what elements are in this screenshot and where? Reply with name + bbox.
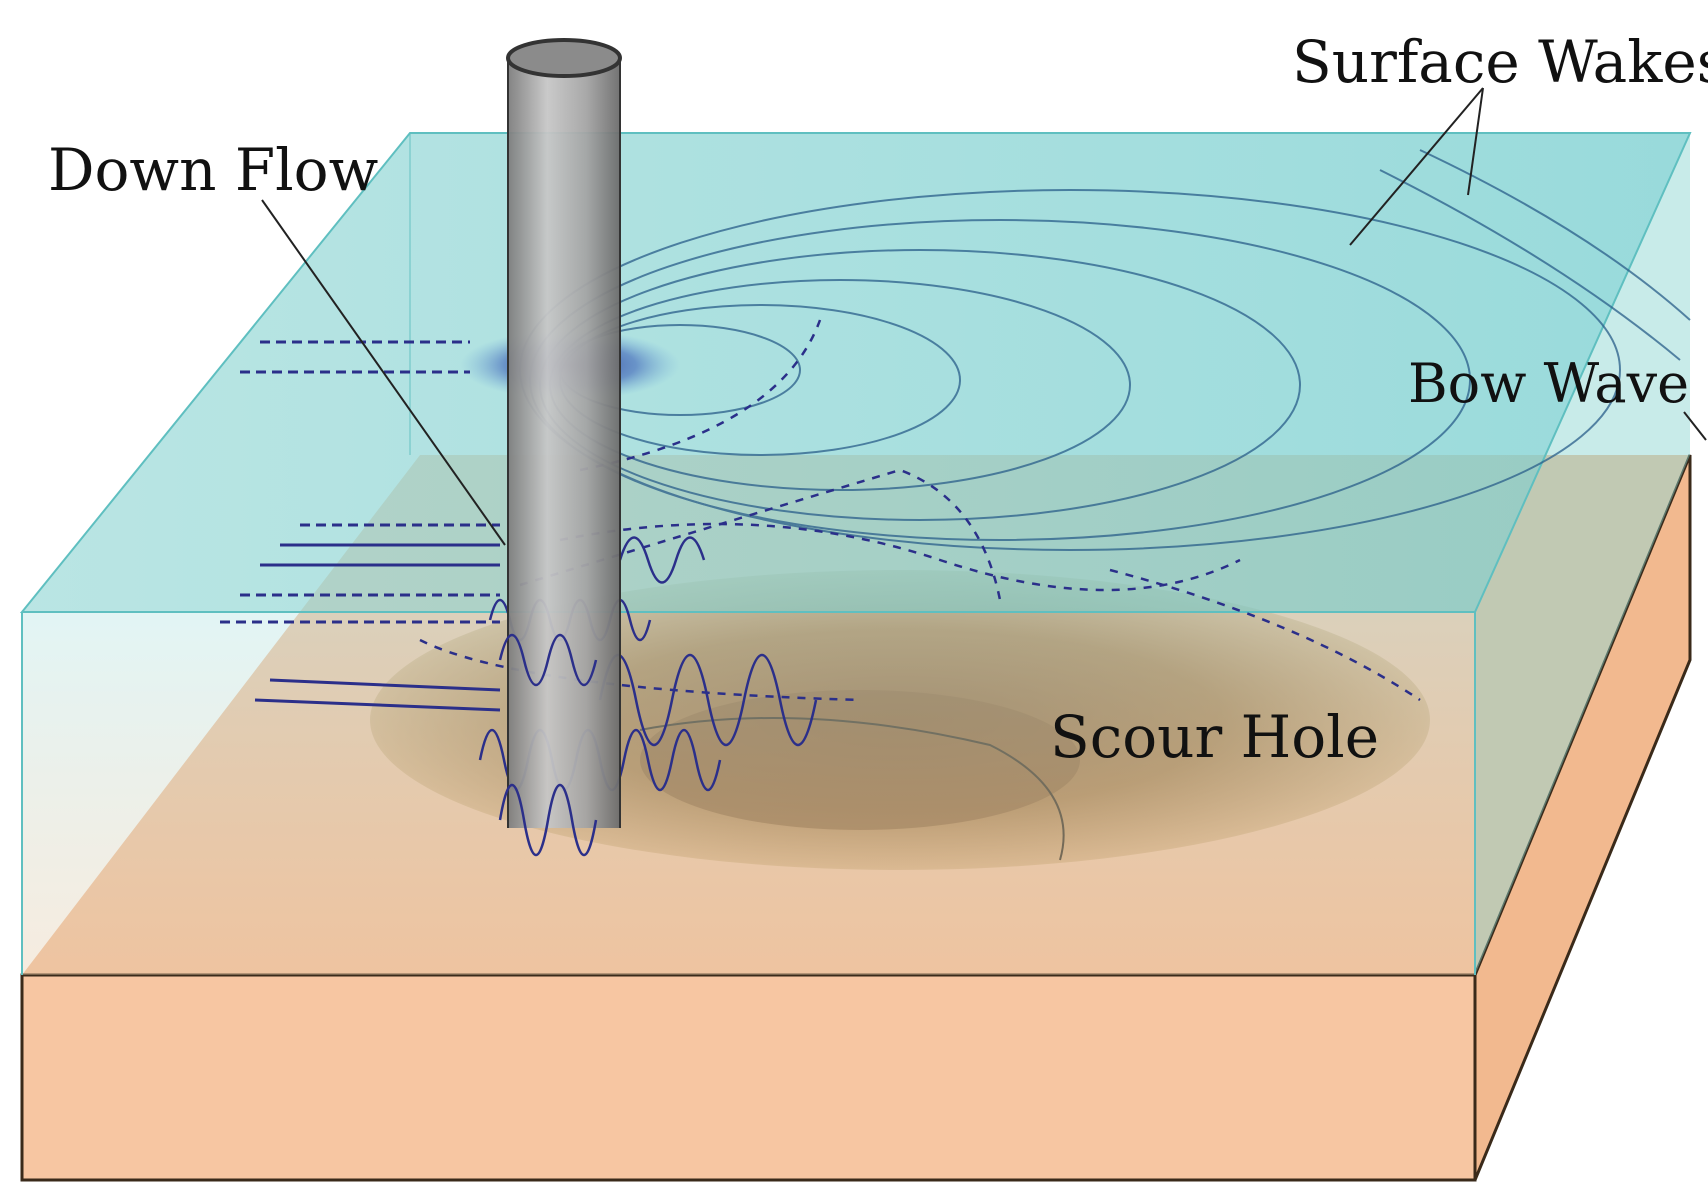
vortex-coil — [498, 634, 598, 686]
labels: Surface Wakes Down Flow Bow Wave Scour H… — [48, 28, 1708, 771]
vortex-coil — [618, 536, 706, 584]
water-top-surface — [22, 133, 1690, 612]
label-down-flow: Down Flow — [48, 136, 378, 204]
flow-line — [269, 678, 501, 692]
water-box-outline — [19, 132, 1692, 613]
wake-contour — [1419, 149, 1691, 321]
leader-down-flow — [261, 199, 506, 546]
sediment-side-face — [1473, 454, 1692, 1181]
water-side-face — [1475, 133, 1690, 975]
sediment-front-face — [20, 973, 1477, 1182]
flow-line — [254, 698, 501, 712]
bridge-pile — [506, 38, 622, 828]
label-bow-wave: Bow Wave — [1408, 352, 1689, 415]
water-front-face — [22, 612, 1475, 975]
wake-trajectory — [579, 319, 822, 472]
leader-bow-wave — [1683, 411, 1707, 441]
leader-lines — [261, 87, 1707, 546]
foreground-vortex — [498, 634, 598, 856]
pile-top — [506, 38, 622, 78]
water-body — [19, 132, 1692, 975]
wake-trajectory — [1109, 568, 1421, 702]
vortex-coil — [598, 653, 818, 747]
leader-surface-wakes-2 — [1467, 87, 1484, 196]
wake-contour — [1379, 169, 1681, 361]
leader-surface-wakes-1 — [1349, 87, 1484, 246]
label-scour-hole: Scour Hole — [1050, 703, 1379, 771]
approach-flow-lines — [220, 340, 501, 712]
label-surface-wakes: Surface Wakes — [1292, 28, 1708, 96]
pile-body — [508, 58, 620, 828]
wake-trajectory — [559, 522, 1241, 592]
vortex-coil — [498, 784, 598, 856]
